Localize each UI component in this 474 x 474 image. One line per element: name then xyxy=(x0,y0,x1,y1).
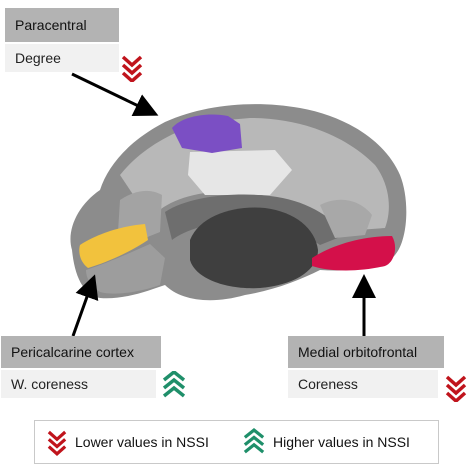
medial-orbitofrontal-region xyxy=(312,236,396,271)
callosum-region xyxy=(190,207,318,289)
lingual-region xyxy=(86,244,165,294)
legend: Lower values in NSSI Higher values in NS… xyxy=(34,420,439,464)
legend-lower-label: Lower values in NSSI xyxy=(75,434,209,450)
pericalcarine-measure-box: W. coreness xyxy=(1,370,156,398)
double-chevron-down-icon xyxy=(47,430,67,456)
medial-orbitofrontal-measure-box: Coreness xyxy=(288,370,438,398)
paracentral-arrow xyxy=(71,72,159,117)
paracentral-region-label: Paracentral xyxy=(15,17,87,33)
double-chevron-up-icon xyxy=(243,428,265,454)
frontal-region xyxy=(320,199,372,238)
legend-item-higher: Higher values in NSSI xyxy=(243,421,410,463)
pericalcarine-header: Pericalcarine cortex xyxy=(1,336,161,368)
double-chevron-down-icon xyxy=(445,375,467,402)
medial-orbitofrontal-region-label: Medial orbitofrontal xyxy=(298,344,418,360)
pericalcarine-region-label: Pericalcarine cortex xyxy=(11,344,134,360)
paracentral-region xyxy=(172,114,242,153)
paracentral-measure-box: Degree xyxy=(5,44,119,72)
legend-higher-label: Higher values in NSSI xyxy=(273,434,410,450)
double-chevron-up-icon xyxy=(162,371,186,398)
medial-orbitofrontal-measure-label: Coreness xyxy=(298,376,358,392)
pericalcarine-region xyxy=(79,224,148,268)
legend-item-lower: Lower values in NSSI xyxy=(47,421,209,463)
paracentral-header: Paracentral xyxy=(5,8,119,42)
pericalcarine-arrow xyxy=(71,274,99,337)
medial-orbitofrontal-header: Medial orbitofrontal xyxy=(288,336,444,368)
paracentral-measure-label: Degree xyxy=(15,50,61,66)
pericalcarine-measure-label: W. coreness xyxy=(11,376,89,392)
double-chevron-down-icon xyxy=(121,55,143,82)
precuneus-region xyxy=(188,150,292,195)
